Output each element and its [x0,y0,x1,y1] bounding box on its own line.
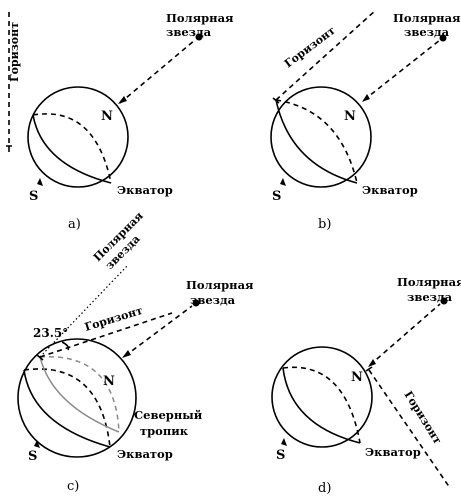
panel-d: Полярная звезда Горизонт N S Экватор d) [271,275,461,496]
observer-marker [365,366,373,372]
north-label: N [101,109,113,124]
panel-a: Полярная звезда Горизонт N S Экватор a) [6,11,234,232]
tropic-label-1: Северный [134,408,203,422]
panel-b: Полярная звезда Горизонт N S Экватор b) [270,9,461,232]
horizon-label: Горизонт [282,24,338,71]
panel-c: Полярная звезда Полярная звезда 23.5° Го… [17,209,254,494]
horizon-line [275,9,377,101]
panel-caption-a: a) [68,217,81,232]
horizon-label: Горизонт [401,389,444,447]
polaris-ray-arrow [118,96,127,104]
angle-arc [61,341,70,351]
polaris-label-1: Полярная [166,11,234,25]
south-label: S [276,448,285,463]
meridian-dashed [275,99,358,184]
equator-label: Экватор [117,447,173,461]
polaris-ray [363,39,441,101]
rotation-arrow-south [37,178,43,186]
earth-circle [27,86,129,188]
polaris-tropic-line [39,264,129,358]
south-label: S [28,449,37,464]
polaris-ray-arrow [122,350,131,358]
observer-marker [272,97,280,104]
rotation-arrow-south [34,440,40,448]
equator-label: Экватор [117,183,173,197]
tropic-label-2: тропик [140,424,189,438]
equator-label: Экватор [365,445,421,459]
tropic-dashed [39,356,120,433]
observer-marker [6,145,12,152]
earth-circle [271,346,373,448]
polaris-label-1: Полярная [397,275,461,289]
polaris-ray [124,305,193,357]
polaris-ray-arrow [368,359,376,367]
horizon-label: Горизонт [83,304,144,334]
polaris-star [440,297,448,305]
polaris-star [195,33,203,41]
horizon-line [368,369,451,489]
horizon-label: Горизонт [8,22,21,82]
meridian-solid [23,369,111,448]
meridian-solid [32,114,112,184]
meridian-dashed [23,368,111,448]
equator-label: Экватор [362,183,418,197]
south-label: S [272,189,281,204]
meridian-dashed [32,113,112,184]
panel-caption-d: d) [318,481,331,496]
polaris-label-1: Полярная [393,11,461,25]
meridian-solid [275,99,358,184]
north-label: N [103,374,115,389]
rotation-arrow-south [280,178,286,186]
polaris-label-1: Полярная [186,278,254,292]
polaris-label-2: звезда [407,290,453,304]
north-label: N [351,370,363,385]
south-label: S [29,189,38,204]
earth-circle [17,338,137,458]
angle-label: 23.5° [33,326,68,340]
meridian-solid [282,367,361,444]
polaris-label-2: звезда [404,25,450,39]
polaris-star [192,299,200,307]
polaris-ray [369,303,441,366]
tropic-solid [39,356,120,433]
panel-caption-c: c) [67,479,79,494]
meridian-dashed [282,366,361,444]
rotation-arrow-south [281,438,287,446]
north-label: N [344,109,356,124]
polaris-star [439,34,447,42]
panel-caption-b: b) [318,217,331,232]
polaris-ray-arrow [362,94,370,102]
earth-circle [270,86,372,188]
polaris-label-2: звезда [190,293,236,307]
polaris-label-2: звезда [166,25,212,39]
polaris-ray [119,39,196,104]
observer-marker [36,354,44,361]
